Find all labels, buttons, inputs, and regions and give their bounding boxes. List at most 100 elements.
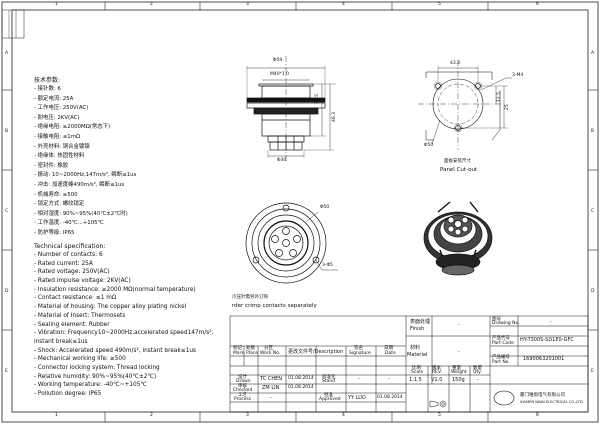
scale-en: Scale (411, 370, 424, 375)
spec-line: - 工作温度: -40℃...+105℃ (34, 220, 104, 227)
material-cn: 材料 (410, 345, 421, 351)
qty-cn: 数量 (473, 366, 482, 371)
process-value: - (270, 395, 272, 401)
zone-letter-right: C (591, 209, 595, 214)
spec-line: - 绝缘电阻: ≥2000MΩ(常态下) (34, 124, 111, 131)
spec-line: - Contact resistance: ≤1 mΩ (34, 295, 117, 302)
spec-line: - 接针数: 6 (34, 86, 61, 92)
part-no-en: Part No. (492, 360, 510, 365)
spec-line: - Rated voltage: 250V(AC) (34, 269, 110, 276)
spec-line: - Sealing element: Rubber (34, 321, 110, 328)
spec-line: - Connector locking system: Thread locki… (34, 364, 160, 371)
spec-line: - Rated current: 25A (34, 260, 93, 267)
zone-number-bottom: 6 (536, 413, 539, 418)
spec-line: - 耐电压: 2KV(AC) (34, 114, 80, 121)
zone-letter-left: A (5, 51, 9, 56)
qty-value: - (477, 377, 479, 383)
rev-en: REV. (432, 370, 442, 375)
crimp-note-cn: 冷压针需另外订购 (232, 295, 268, 300)
rev-value: V1.0 (431, 377, 443, 383)
company-name-cn: 厦门唯恩电气有限公司 (520, 393, 565, 398)
spec-line: instant break≤1us (34, 338, 88, 345)
dim-cutout-width: 43.3 (450, 61, 461, 66)
spec-line: - Shock: Accelerated speed 490m/s², inst… (34, 347, 197, 354)
spec-heading-cn: 技术参数: (34, 77, 61, 84)
spec-line: - 冲击: 加速度峰490m/s², 瞬断≤1us (34, 181, 125, 188)
drawn-name: TC CHEN (260, 376, 282, 382)
hdr-place-en: Place (246, 351, 258, 356)
panel-cutout-en: Panel Cut-out (440, 167, 478, 173)
zone-number-bottom: 2 (150, 413, 153, 418)
zone-number-top: 2 (150, 2, 153, 7)
zone-letter-right: D (591, 289, 595, 294)
checked-name: ZM LIN (262, 385, 280, 391)
hdr-signature-en: Signature (349, 351, 371, 356)
spec-line: - Insulation resistance: ≥2000 MΩ(normal… (34, 286, 196, 293)
hdr-mark-cn: 标记 (233, 346, 242, 351)
drawing-no-cn: 图号 (492, 317, 501, 322)
weight-en: Weight (451, 370, 467, 375)
material-value: - (458, 349, 460, 355)
dim-cutout-thread: 3-M4 (512, 73, 524, 78)
checked-date: 01.08.2014 (288, 385, 314, 390)
hdr-work-en: Work No. (260, 351, 281, 356)
dim-thread: M40*1.0 (270, 72, 290, 77)
spec-line: - 接触电阻: ≤1mΩ (34, 133, 81, 140)
zone-number-bottom: 3 (246, 413, 249, 418)
zone-number-top: 5 (438, 2, 441, 7)
zone-number-top: 1 (55, 2, 58, 7)
dim-bolt-circle: Φ50 (320, 205, 330, 210)
spec-block-en: Technical specification: - Number of con… (34, 242, 213, 399)
dim-flange-diameter: Φ59 (273, 58, 283, 63)
checked-en: Checked (233, 388, 253, 393)
qty-en: Qty. (473, 370, 482, 375)
scale-value: 1:1.5 (409, 377, 422, 383)
part-code-value: HY-T300S-SD1E0-GFC (520, 337, 574, 343)
finish-en: Finish (410, 326, 425, 332)
zone-number-top: 4 (342, 2, 345, 7)
dim-cutout-diameter: Φ50 (424, 143, 434, 148)
zone-letter-right: E (591, 369, 594, 374)
part-code-en: Part Code (492, 341, 514, 346)
zone-letter-right: B (591, 129, 595, 134)
hdr-date-cn: 日期 (384, 346, 393, 351)
dim-cutout-125: 12.5 (497, 91, 502, 102)
drawn-date: 01.08.2014 (288, 376, 314, 381)
spec-line: - 机械寿命: ≥500 (34, 191, 78, 198)
spec-heading-en: Technical specification: (34, 243, 106, 250)
zone-letter-left: B (5, 129, 9, 134)
drawing-no-en: Drawing No. (492, 321, 520, 326)
crimp-note-en: rder crimp contacts separately (232, 303, 317, 309)
process-cn: 工艺 (238, 393, 247, 398)
spec-line: - 外壳材料: 铜合金镀镍 (34, 143, 90, 150)
drawing-no-value: - (550, 319, 552, 325)
spec-line: - Relative humidity: 90%~95%(40℃±2℃) (34, 373, 157, 380)
dim-height-325: 32.5 (315, 93, 320, 104)
zone-number-bottom: 1 (55, 413, 58, 418)
panel-cutout-cn: 面板安装尺寸 (444, 159, 471, 164)
approved-en: Approved (319, 397, 341, 402)
material-en: Material (407, 352, 428, 358)
hdr-work-cn: 分区 (264, 346, 273, 351)
spec-line: - Material of housing: The copper alloy … (34, 304, 187, 311)
zone-number-bottom: 5 (438, 413, 441, 418)
spec-line: - Pollution degree: IP65 (34, 391, 102, 397)
hdr-signature-cn: 签名 (354, 346, 363, 351)
spec-line: - 相对湿度: 90%~95%(40℃±2℃时) (34, 210, 128, 217)
zone-letter-right: A (591, 51, 595, 56)
dim-body-diameter: Φ30 (277, 158, 287, 163)
spec-block-cn: 技术参数: - 接针数: 6- 额定电流: 25A- 工作电压: 250V(AC… (34, 76, 136, 239)
spec-line: - Working temperature: -40℃~+105℃ (34, 382, 147, 389)
spec-line: - 密封件: 橡胶 (34, 162, 69, 169)
stand-en: Stand (322, 379, 336, 384)
finish-value: - (458, 322, 460, 328)
drawn-en: Drawn (236, 379, 251, 384)
weight-value: 150g (452, 377, 465, 383)
spec-line: - 绝缘体: 热固性材料 (34, 153, 85, 160)
scale-cn: 比例 (412, 366, 421, 371)
dim-cutout-25: 25 (505, 104, 510, 110)
part-no-cn: 产品编号 (492, 355, 510, 360)
dim-height-463: 46.3 (332, 111, 337, 122)
part-no-value: 1690063201001 (523, 356, 565, 362)
